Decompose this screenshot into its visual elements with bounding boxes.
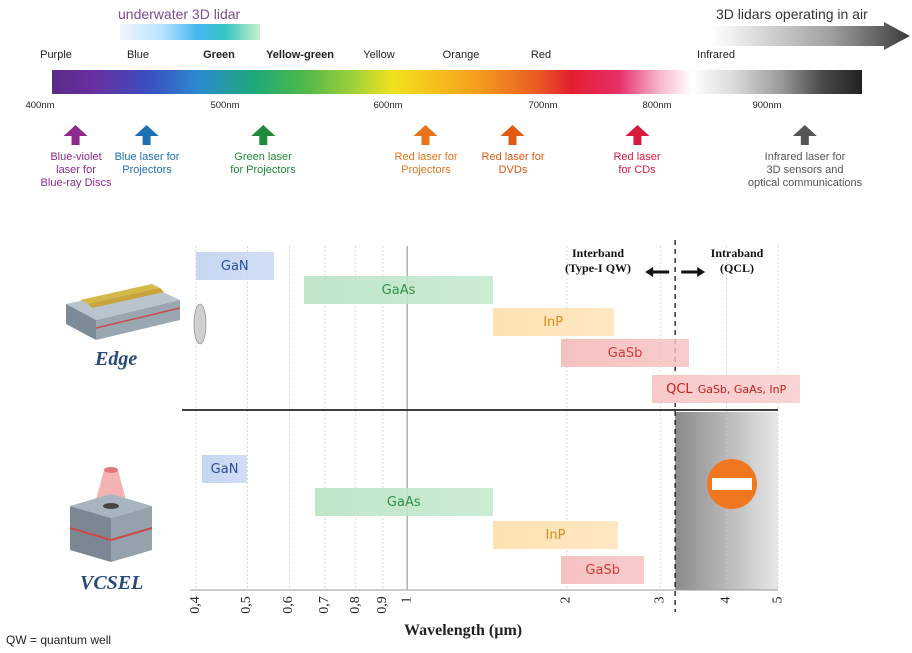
axis-tick-label: 0,4 <box>187 596 203 614</box>
axis-tick-label: 0,9 <box>374 596 390 614</box>
axis-tick-label: 5 <box>770 596 785 603</box>
material-name: InP <box>545 527 566 543</box>
interband-label: Interband(Type-I QW) <box>564 246 632 275</box>
laser-text-line: Red laser for <box>481 151 545 163</box>
nm-tick-400nm: 400nm <box>25 100 55 111</box>
up-arrow-icon <box>64 125 88 145</box>
laser-text-line: DVDs <box>498 164 528 176</box>
underwater-lidar-gradient <box>120 24 260 40</box>
axis-title: Wavelength (µm) <box>404 622 523 639</box>
air-lidar-arrow <box>712 22 910 50</box>
laser-text-line: Blue-ray Discs <box>40 177 112 189</box>
laser-text-line: optical communications <box>747 177 863 189</box>
no-entry-icon <box>707 459 757 509</box>
edge-bar-gasb: GaSb <box>561 339 690 367</box>
vcsel-bar-gan: GaN <box>201 455 248 483</box>
laser-text-line: Projectors <box>401 164 451 176</box>
vcsel-bar-inp: InP <box>492 521 619 549</box>
band-label-yellow-green: Yellow-green <box>266 49 334 61</box>
vcsel-icon <box>69 467 153 562</box>
axis-tick-label: 0,8 <box>347 596 363 614</box>
band-label-infrared: Infrared <box>697 49 735 61</box>
material-name: GaAs <box>386 494 421 510</box>
interband-arrow-icon <box>645 267 670 277</box>
footnote: QW = quantum well <box>6 633 112 647</box>
band-label-yellow: Yellow <box>363 49 395 61</box>
intraband-label: Intraband(QCL) <box>710 246 764 275</box>
nm-tick-600nm: 600nm <box>373 100 403 111</box>
up-arrow-icon <box>500 125 525 145</box>
material-name: GaAs <box>381 282 416 298</box>
up-arrow-icon <box>793 125 817 145</box>
material-name: GaN <box>210 461 239 477</box>
nm-tick-800nm: 800nm <box>642 100 672 111</box>
axis-tick-label: 0,7 <box>316 596 332 614</box>
nm-tick-700nm: 700nm <box>528 100 558 111</box>
material-name: QCL <box>666 381 693 397</box>
up-arrow-icon <box>135 125 159 145</box>
nm-tick-500nm: 500nm <box>210 100 240 111</box>
underwater-lidar-title: underwater 3D lidar <box>118 6 241 22</box>
laser-text-line: for Projectors <box>230 164 296 176</box>
laser-text-line: Blue laser for <box>114 151 180 163</box>
laser-text-line: Red laser for <box>394 151 458 163</box>
up-arrow-icon <box>250 125 275 145</box>
edge-bar-gan: GaN <box>196 252 274 280</box>
axis-tick-label: 0,6 <box>281 596 297 614</box>
material-subtext: GaSb, GaAs, InP <box>697 382 787 396</box>
material-name: GaN <box>220 258 249 274</box>
air-lidar-title: 3D lidars operating in air <box>716 6 868 22</box>
nm-tick-900nm: 900nm <box>752 100 782 111</box>
laser-text-line: laser for <box>56 164 96 176</box>
axis-tick-label: 0,5 <box>239 596 255 614</box>
edge-laser-icon <box>66 284 207 345</box>
edge-bar-inp: InP <box>492 308 614 336</box>
laser-text-line: Red laser <box>613 151 661 163</box>
laser-text-line: for CDs <box>618 164 656 176</box>
band-label-orange: Orange <box>442 49 480 61</box>
spectrum-bar <box>52 70 862 94</box>
laser-text-line: Blue-violet <box>50 151 102 163</box>
laser-text-line: Infrared laser for <box>764 151 846 163</box>
edge-label: Edge <box>95 348 138 370</box>
edge-bar-qcl: QCL GaSb, GaAs, InP <box>652 375 800 403</box>
band-label-green: Green <box>203 49 235 61</box>
vcsel-label: VCSEL <box>80 572 144 594</box>
axis-tick-label: 2 <box>558 596 574 603</box>
axis-tick-label: 1 <box>399 596 415 603</box>
axis-tick-label: 3 <box>652 596 668 603</box>
intraband-arrow-icon <box>681 267 706 277</box>
band-label-purple: Purple <box>40 49 72 61</box>
edge-bar-gaas: GaAs <box>304 276 493 304</box>
vcsel-bar-gaas: GaAs <box>314 488 493 516</box>
laser-text-line: Projectors <box>122 164 172 176</box>
material-name: InP <box>543 314 564 330</box>
up-arrow-icon <box>413 125 438 145</box>
laser-text-line: Green laser <box>234 151 292 163</box>
up-arrow-icon <box>624 125 649 145</box>
material-name: GaSb <box>607 345 643 361</box>
band-label-red: Red <box>530 49 552 61</box>
axis-tick-label: 4 <box>718 596 734 603</box>
material-name: GaSb <box>585 562 620 578</box>
laser-text-line: 3D sensors and <box>766 164 844 176</box>
vcsel-bar-gasb: GaSb <box>561 556 645 584</box>
band-label-blue: Blue <box>126 49 150 61</box>
